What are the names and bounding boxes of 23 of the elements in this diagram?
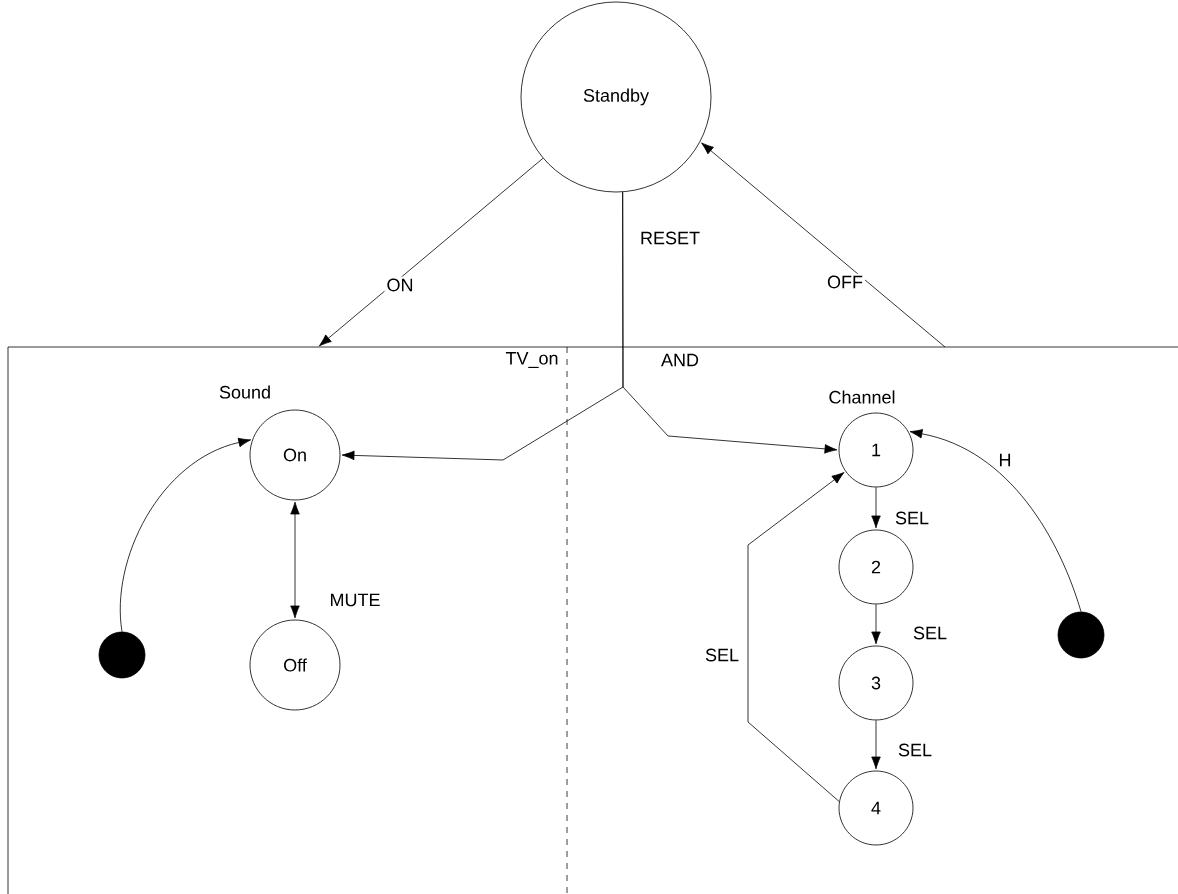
initial-state-dot <box>1057 611 1105 659</box>
region-label: AND <box>661 353 699 367</box>
edge-label: ON <box>384 276 416 294</box>
arrow <box>871 604 881 645</box>
arrow <box>119 437 252 632</box>
edge-label: SEL <box>703 646 741 664</box>
region-label: Sound <box>219 385 270 399</box>
edge-label: SEL <box>896 741 934 759</box>
arrow <box>871 487 881 529</box>
arrow <box>318 157 544 347</box>
arrow <box>622 191 838 454</box>
edge-label: H <box>996 451 1014 469</box>
edge-label: RESET <box>638 229 702 247</box>
edge-label: MUTE <box>327 591 383 609</box>
edge-label: SEL <box>911 624 949 642</box>
initial-state-dot <box>98 631 146 679</box>
arrow <box>747 472 845 802</box>
edge-label: SEL <box>893 509 931 527</box>
arrow <box>290 501 300 619</box>
arrow <box>909 429 1082 612</box>
arrow <box>701 142 946 348</box>
arrow <box>871 720 881 770</box>
edge-label: OFF <box>825 273 865 291</box>
